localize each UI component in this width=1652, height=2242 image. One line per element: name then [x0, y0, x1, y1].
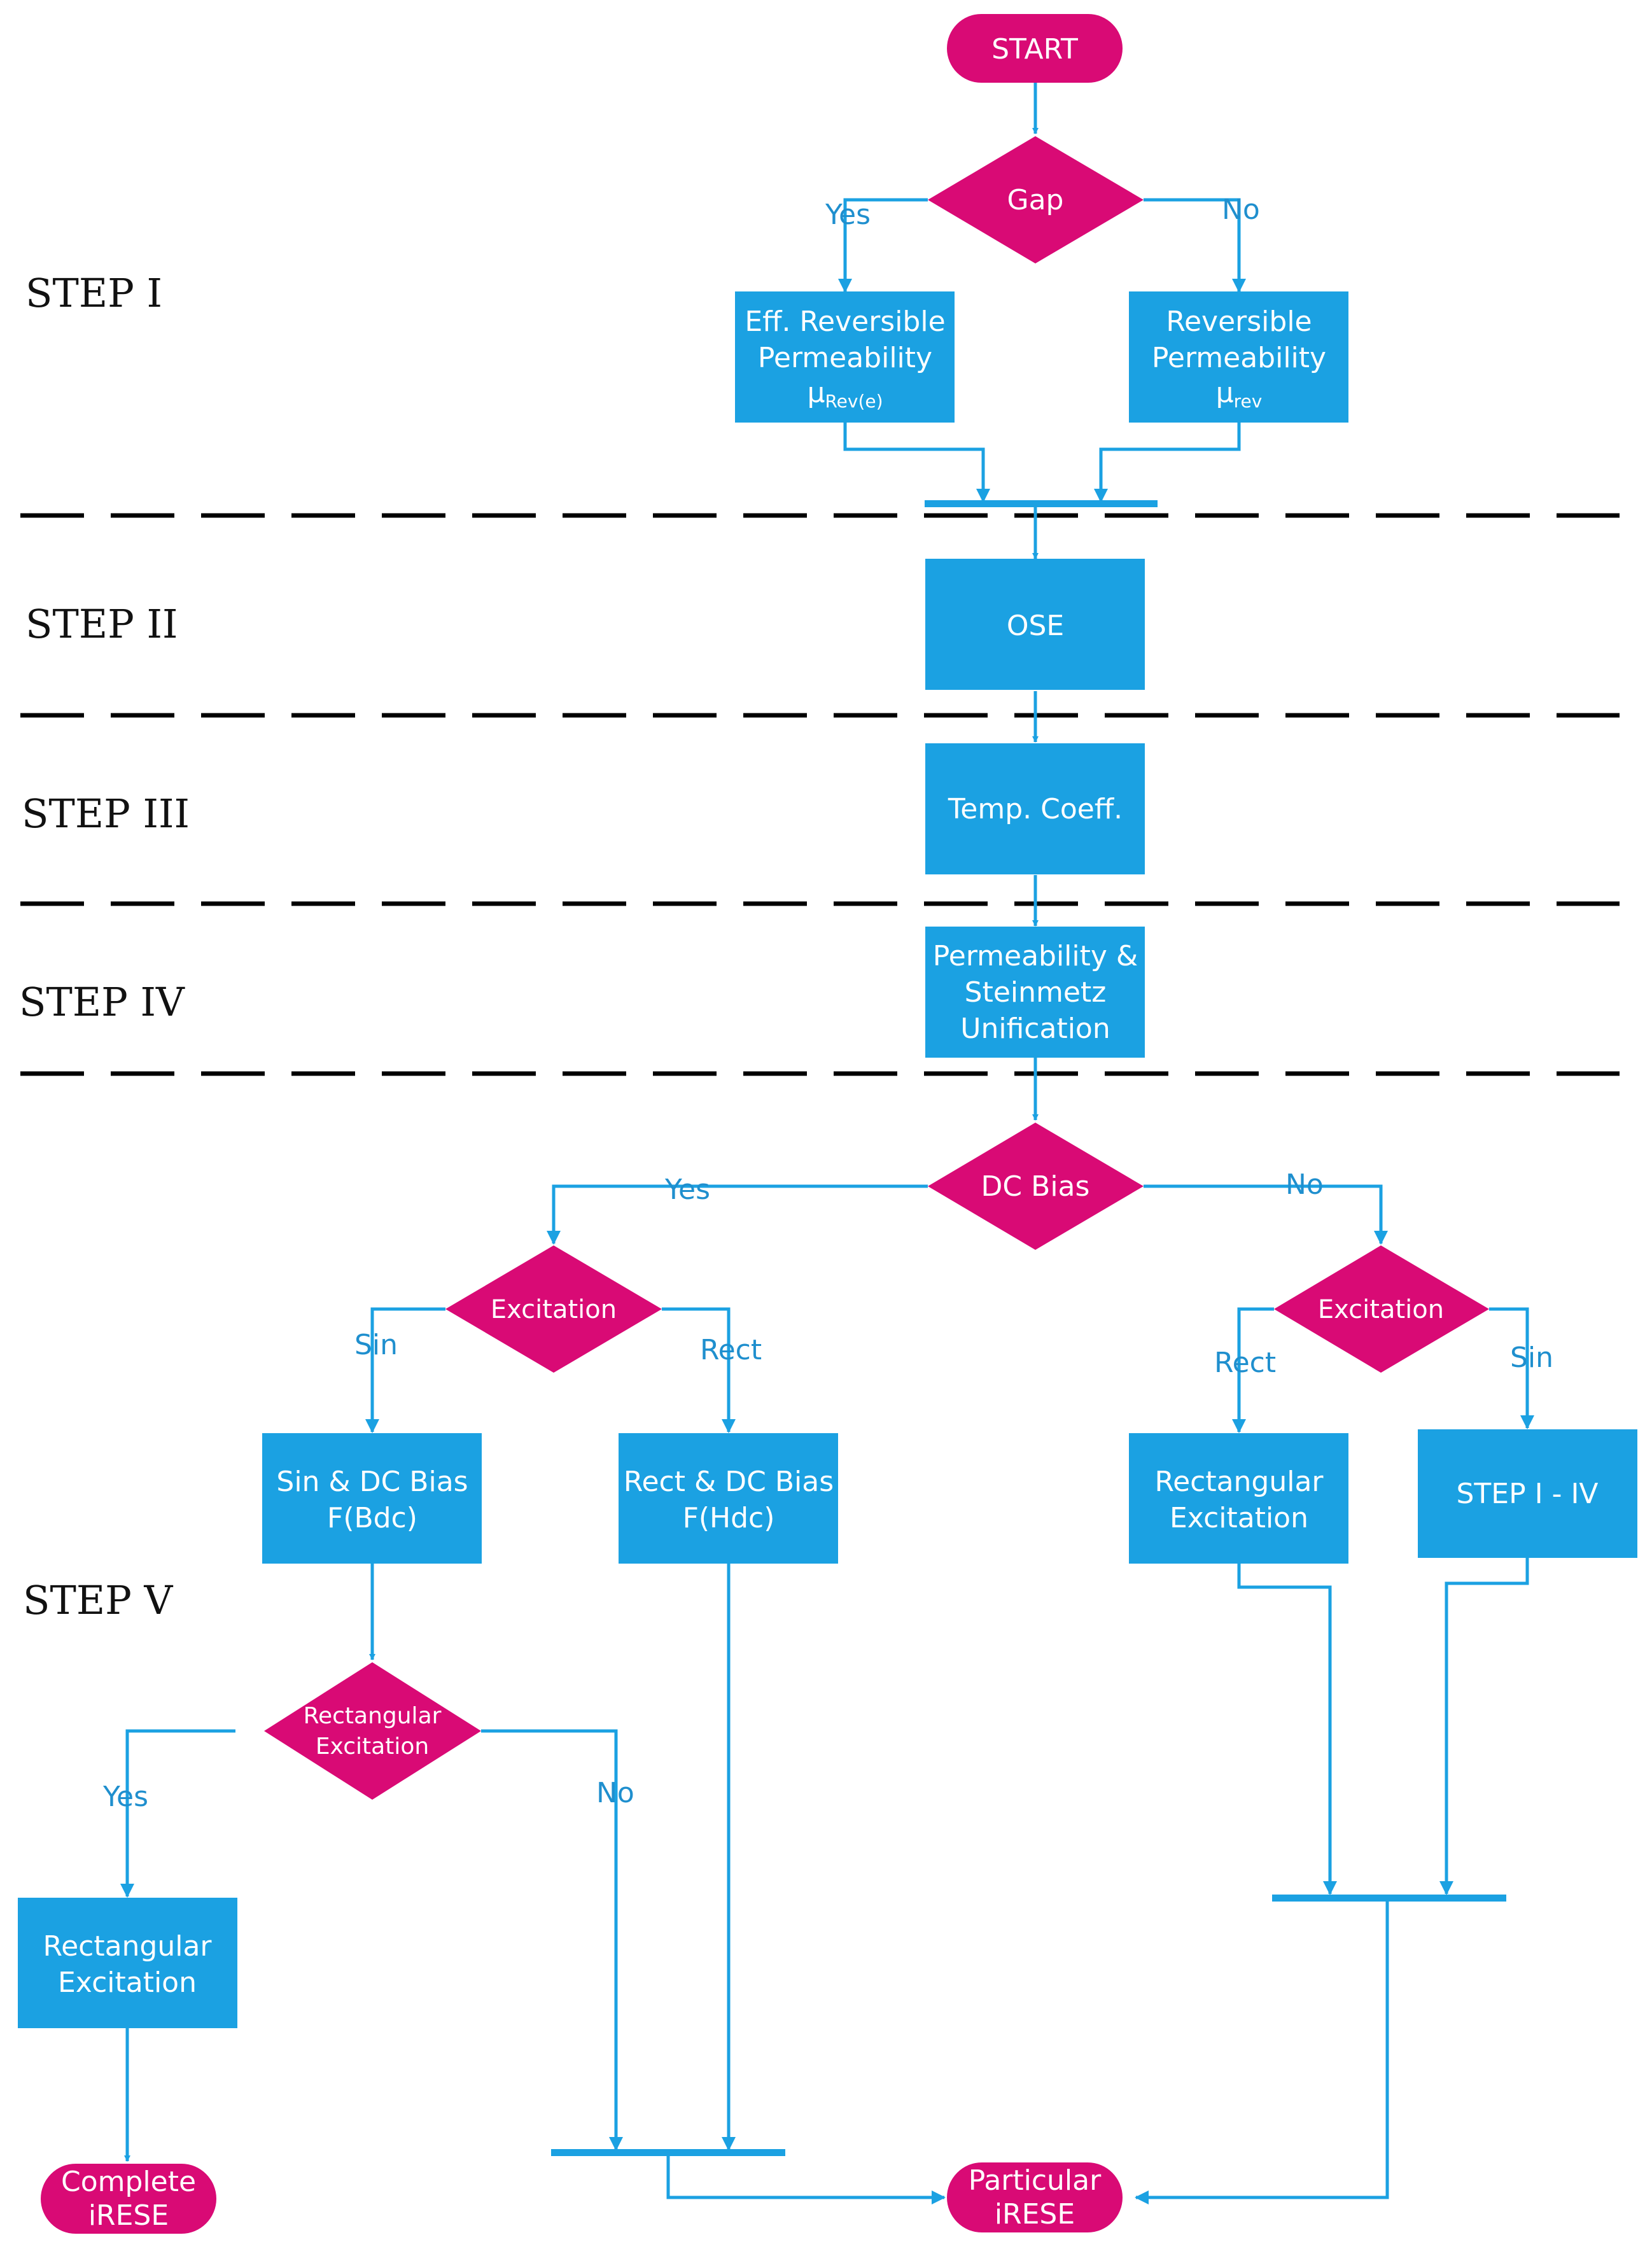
rectangular-excitation-decision	[264, 1662, 481, 1800]
edge-gap-no	[1144, 198, 1246, 293]
rect-dec-line2: Excitation	[316, 1734, 429, 1760]
connectors	[120, 83, 1534, 2204]
merge-bar-step1	[925, 500, 1158, 507]
rect-dc-bias-box	[619, 1433, 838, 1564]
start-label: START	[991, 33, 1078, 66]
dc-bias-label: DC Bias	[981, 1170, 1090, 1203]
excitation-left-label: Excitation	[491, 1295, 617, 1324]
label-excr-rect: Rect	[1214, 1347, 1276, 1379]
excitation-left-decision	[445, 1245, 662, 1373]
edge-rev-bar	[1094, 423, 1241, 503]
complete-line1: Complete	[61, 2166, 196, 2198]
step-label-1: STEP I	[25, 270, 162, 316]
rect-exc-l-line2: Excitation	[58, 1966, 197, 1999]
eff-rev-line2: Permeability	[758, 342, 932, 374]
rev-line2: Permeability	[1152, 342, 1326, 374]
unif-line3: Unification	[960, 1012, 1110, 1045]
gap-label: Gap	[1007, 184, 1064, 216]
step-label-2: STEP II	[25, 601, 178, 647]
label-excr-sin: Sin	[1510, 1342, 1553, 1374]
edge-dc-yes	[547, 1184, 928, 1245]
temp-coeff-box	[925, 743, 1145, 874]
edge-excl-sin	[365, 1307, 445, 1433]
label-gap-yes: Yes	[825, 199, 871, 231]
edge-excr-rect	[1232, 1307, 1274, 1433]
particular-irese-terminal	[947, 2162, 1123, 2232]
gap-decision	[928, 136, 1144, 263]
eff-reversible-permeability-box	[735, 291, 955, 423]
label-excl-rect: Rect	[700, 1334, 762, 1366]
label-dc-no: No	[1285, 1168, 1324, 1201]
rect-dc-line1: Rect & DC Bias	[624, 1466, 834, 1498]
reversible-permeability-box	[1129, 291, 1348, 423]
unification-box	[925, 927, 1145, 1058]
rev-symbol: μrev	[1216, 377, 1263, 412]
complete-irese-terminal	[41, 2164, 216, 2234]
step-i-iv-box	[1418, 1429, 1637, 1558]
edge-gap-yes	[838, 198, 928, 293]
edge-bar-particular	[666, 2156, 946, 2204]
label-excl-sin: Sin	[354, 1329, 398, 1361]
edge-dc-no	[1144, 1184, 1388, 1245]
merge-bar-bottom	[551, 2149, 785, 2156]
complete-line2: iRESE	[88, 2199, 169, 2232]
edge-excl-rect	[662, 1307, 736, 1433]
step-label-3: STEP III	[22, 790, 190, 837]
excitation-right-decision	[1274, 1245, 1489, 1373]
label-rectdec-no: No	[596, 1777, 634, 1809]
rect-exc-l-line1: Rectangular	[43, 1930, 212, 1963]
rectangular-excitation-right-box	[1129, 1433, 1348, 1564]
unif-line1: Permeability &	[933, 940, 1138, 972]
edge-rectdec-no	[481, 1729, 623, 2151]
particular-line2: iRESE	[995, 2198, 1075, 2231]
temp-coeff-label: Temp. Coeff.	[948, 793, 1123, 825]
edge-stepiiv-bar	[1439, 1557, 1529, 1895]
label-gap-no: No	[1222, 193, 1260, 226]
merge-bar-right	[1272, 1895, 1506, 1902]
rect-exc-r-line2: Excitation	[1170, 1502, 1308, 1534]
sin-dc-bias-box	[262, 1433, 482, 1564]
ose-label: OSE	[1007, 610, 1064, 642]
ose-box	[925, 559, 1145, 690]
step-label-4: STEP IV	[19, 979, 185, 1025]
step-i-iv-label: STEP I - IV	[1456, 1478, 1598, 1510]
label-dc-yes: Yes	[664, 1174, 710, 1206]
rect-dec-line1: Rectangular	[304, 1703, 442, 1729]
step-separators	[20, 513, 1620, 1076]
unif-line2: Steinmetz	[965, 976, 1107, 1009]
excitation-right-label: Excitation	[1318, 1295, 1444, 1324]
edge-rectdec-yes	[120, 1729, 235, 1898]
rect-exc-r-line1: Rectangular	[1154, 1466, 1324, 1498]
particular-line1: Particular	[969, 2164, 1102, 2197]
eff-rev-line1: Eff. Reversible	[745, 305, 945, 338]
edge-rightbar-particular	[1135, 1902, 1389, 2204]
step-label-5: STEP V	[23, 1577, 174, 1623]
label-rectdec-yes: Yes	[102, 1781, 148, 1813]
edge-effrev-bar	[843, 423, 990, 503]
edge-rectexcr-bar	[1237, 1559, 1337, 1895]
eff-rev-symbol: μRev(e)	[807, 377, 883, 412]
rect-dc-line2: F(Hdc)	[683, 1502, 775, 1534]
edge-excr-sin	[1489, 1307, 1534, 1429]
start-terminal	[947, 14, 1123, 83]
dc-bias-decision	[928, 1123, 1144, 1250]
rectangular-excitation-left-box	[18, 1898, 237, 2028]
sin-dc-line1: Sin & DC Bias	[276, 1466, 468, 1498]
rev-line1: Reversible	[1166, 305, 1312, 338]
sin-dc-line2: F(Bdc)	[327, 1502, 417, 1534]
